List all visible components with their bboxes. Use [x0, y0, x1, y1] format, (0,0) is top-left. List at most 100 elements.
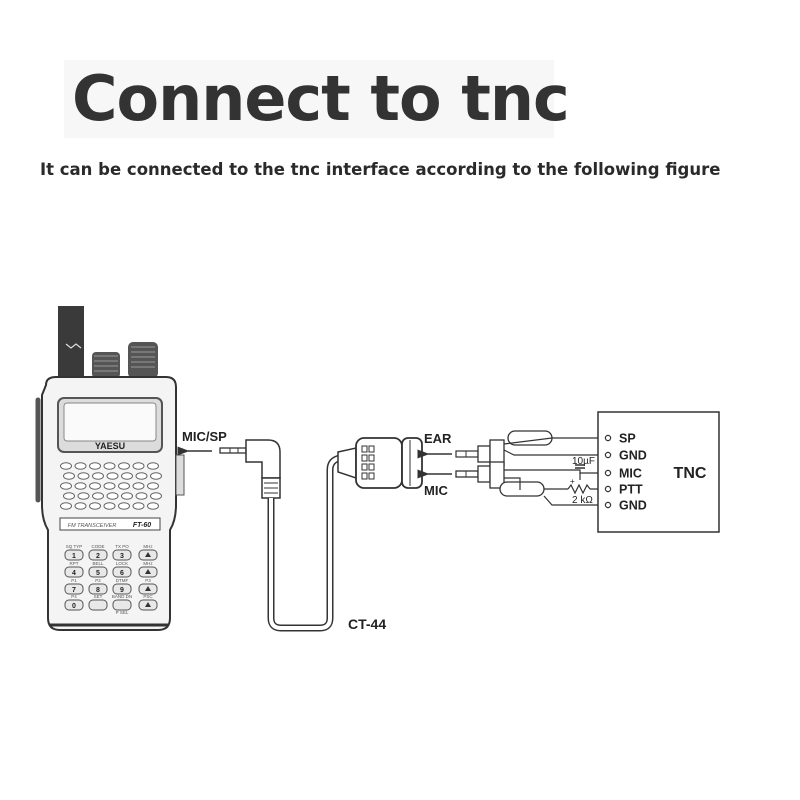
key-caption: MHz [143, 561, 153, 566]
page-title: Connect to tnc [72, 62, 570, 135]
keypad-key[interactable] [88, 583, 108, 595]
page-subtitle: It can be connected to the tnc interface… [40, 160, 721, 179]
grille-hole [92, 492, 104, 500]
keypad-key[interactable] [64, 566, 84, 578]
keypad-key[interactable] [64, 583, 84, 595]
key-digit: 4 [72, 570, 76, 577]
grille-hole [74, 502, 87, 510]
speaker-grille [60, 462, 162, 510]
key-caption: RPT [70, 561, 79, 566]
key-caption: TX PO [115, 544, 129, 549]
key-digit: 6 [120, 570, 124, 577]
key-digit: 0 [72, 603, 76, 610]
tnc-title: TNC [674, 465, 707, 482]
grille-hole [147, 502, 159, 510]
arrow-key-icon [145, 602, 151, 607]
tnc-box [597, 411, 720, 533]
tnc-pin-terminal [604, 434, 612, 442]
tnc-pin-terminal [604, 451, 612, 459]
ear-label: EAR [424, 431, 452, 446]
radio-model: FT-60 [133, 522, 151, 529]
key-digit: 5 [96, 570, 100, 577]
keypad-key[interactable] [88, 566, 108, 578]
keypad-key[interactable] [64, 599, 84, 611]
key-caption: BAND DN [112, 594, 132, 599]
resistor-value: 2 kΩ [572, 495, 593, 506]
grille-hole [89, 462, 101, 470]
grille-hole [63, 492, 75, 500]
key-digit: 2 [96, 553, 100, 560]
grille-hole [121, 492, 133, 500]
grille-hole [103, 502, 116, 510]
keypad-key[interactable] [112, 566, 132, 578]
key-caption: SQ TYP [66, 544, 82, 549]
arrow-key-icon [145, 569, 151, 574]
title-background [64, 60, 554, 138]
resistor [567, 483, 591, 495]
ct-44-cable [219, 437, 423, 632]
grille-hole [60, 502, 72, 510]
tnc-pin-label: PTT [619, 483, 643, 497]
grille-hole [135, 472, 148, 480]
radio-brand: YAESU [95, 441, 125, 451]
grille-hole [103, 462, 116, 470]
grille-hole [89, 482, 101, 490]
key-caption: BELL [92, 561, 104, 566]
key-digit: 7 [72, 587, 76, 594]
mic-cable-sleeve [499, 481, 545, 497]
grille-hole [135, 492, 148, 500]
wiring [503, 437, 608, 506]
grille-hole [132, 482, 145, 490]
arrow-key-icon [145, 586, 151, 591]
key-digit: 8 [96, 587, 100, 594]
key-caption: P1 [71, 578, 77, 583]
key-caption: P4 [71, 594, 77, 599]
grille-hole [74, 462, 87, 470]
capacitor [575, 464, 585, 469]
tnc-pin-label: GND [619, 499, 647, 513]
key-digit: 1 [72, 553, 76, 560]
cable-name: CT-44 [348, 616, 386, 632]
tnc-pin-terminal [604, 485, 612, 493]
capacitor-polarity: + [570, 477, 575, 486]
grille-hole [147, 462, 159, 470]
arrow-key-icon [145, 552, 151, 557]
tnc-pins: SP GND MIC PTT GND [604, 432, 647, 513]
grille-hole [147, 482, 159, 490]
grille-hole [63, 472, 75, 480]
grille-hole [60, 482, 72, 490]
keypad-key[interactable] [88, 549, 108, 561]
grille-hole [118, 502, 130, 510]
capacitor-value: 10µF [572, 456, 595, 467]
grille-hole [118, 482, 130, 490]
keypad-key[interactable] [112, 583, 132, 595]
key-digit: 3 [120, 553, 124, 560]
key-digit: 9 [120, 587, 124, 594]
tnc-pin-label: GND [619, 449, 647, 463]
grille-hole [103, 482, 116, 490]
keypad-key[interactable] [112, 599, 132, 611]
ear-plug [455, 439, 505, 467]
port-label: MIC/SP [182, 429, 227, 444]
grille-hole [77, 492, 90, 500]
volume-knob [92, 352, 120, 378]
grille-hole [106, 472, 119, 480]
keypad-key[interactable] [88, 599, 108, 611]
key-caption: SET [94, 594, 103, 599]
key-caption: P2 [95, 578, 101, 583]
channel-knob [128, 342, 158, 378]
key-caption: P SEL [116, 610, 129, 615]
model-caption: FM TRANSCEIVER [68, 523, 117, 529]
keypad-key[interactable] [64, 549, 84, 561]
tnc-pin-terminal [604, 469, 612, 477]
grille-hole [132, 462, 145, 470]
model-plate [59, 517, 161, 531]
keypad-key[interactable] [112, 549, 132, 561]
tnc-pin-label: SP [619, 432, 636, 446]
grille-hole [106, 492, 119, 500]
mic-plug [455, 461, 505, 489]
tnc-pin-label: MIC [619, 467, 642, 481]
mic-label: MIC [424, 483, 448, 498]
grille-hole [150, 492, 162, 500]
